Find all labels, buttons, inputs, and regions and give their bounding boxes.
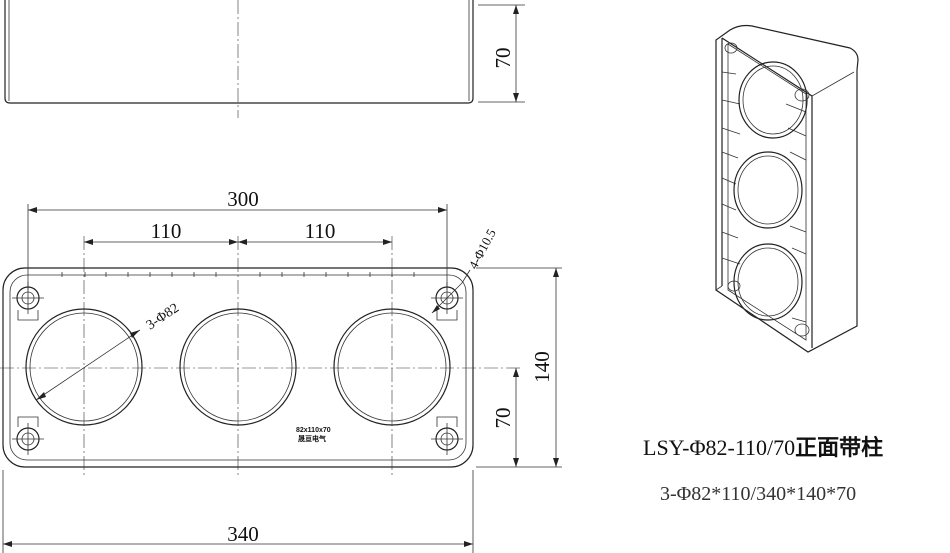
iso-hole-top bbox=[738, 61, 808, 139]
mount-hole-bottom-right bbox=[431, 416, 463, 455]
spacing-right-dimension: 110 bbox=[305, 219, 336, 243]
stamp-size-text: 82x110x70 bbox=[296, 427, 331, 434]
height-140-dimension: 140 bbox=[530, 351, 554, 383]
front-view: 82x110x70 晟亘电气 300 110 110 4-Φ10.5 3-Φ82 bbox=[0, 187, 562, 553]
side-height-dimension: 70 bbox=[491, 48, 515, 69]
caption: LSY-Φ82-110/70正面带柱 3-Φ82*110/340*140*70 bbox=[643, 435, 883, 505]
hole-center bbox=[179, 308, 297, 426]
mount-holes-callout: 4-Φ10.5 bbox=[465, 226, 498, 271]
stamp-brand-text: 晟亘电气 bbox=[298, 434, 326, 443]
iso-hole-middle bbox=[733, 151, 803, 229]
model-caption: LSY-Φ82-110/70正面带柱 bbox=[643, 435, 883, 461]
hole-diameter-callout: 3-Φ82 bbox=[144, 301, 182, 334]
iso-hole-bottom bbox=[733, 243, 803, 321]
mount-hole-bottom-left bbox=[12, 416, 44, 455]
hole-right bbox=[333, 308, 451, 426]
width-340-dimension: 340 bbox=[227, 522, 259, 546]
spacing-left-dimension: 110 bbox=[151, 219, 182, 243]
width-300-dimension: 300 bbox=[227, 187, 259, 211]
hole-left bbox=[25, 308, 143, 426]
isometric-view bbox=[715, 24, 859, 353]
spec-caption: 3-Φ82*110/340*140*70 bbox=[660, 483, 856, 505]
side-view: 70 bbox=[4, 0, 525, 118]
center-height-dimension: 70 bbox=[491, 408, 515, 429]
model-suffix: 正面带柱 bbox=[795, 436, 883, 461]
model-prefix: LSY-Φ82-110/70 bbox=[643, 435, 795, 460]
